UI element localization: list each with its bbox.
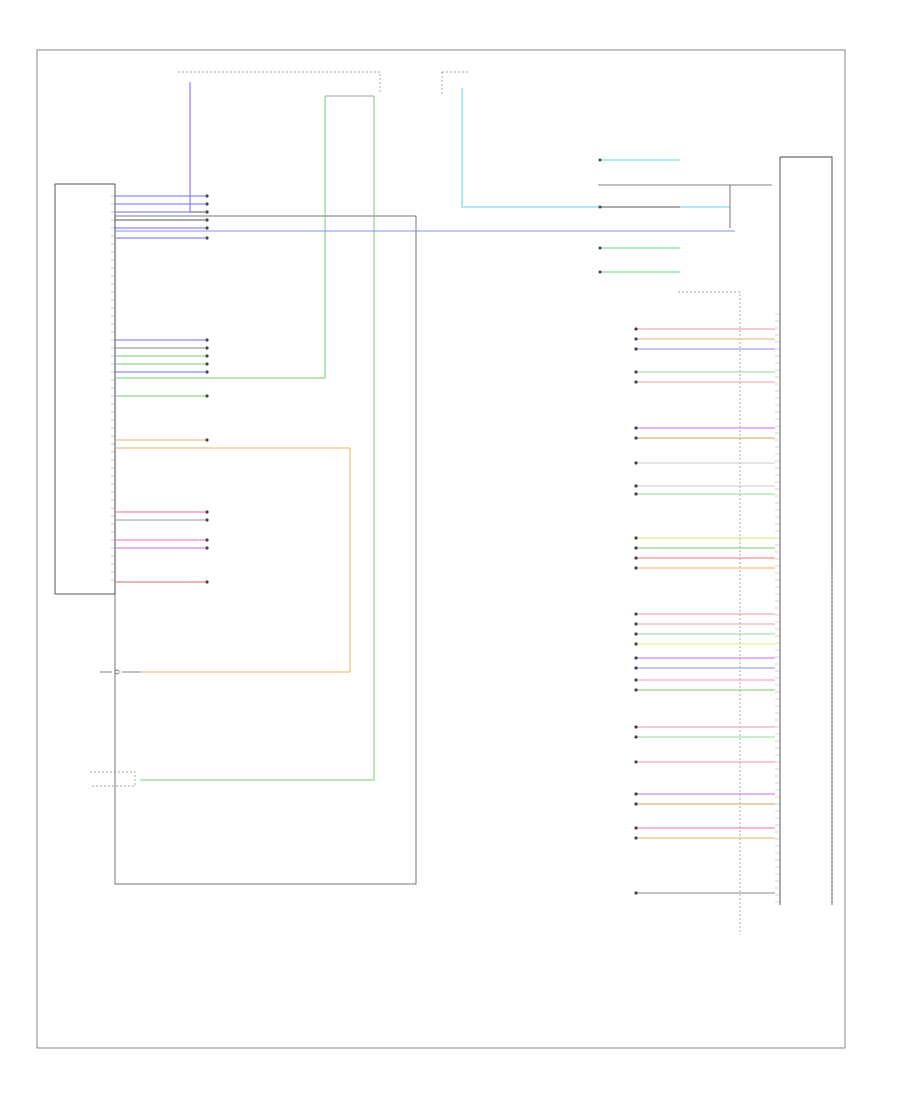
left-module-wires xyxy=(115,194,209,584)
wire-top-green-feed xyxy=(115,96,326,379)
diagram-frame xyxy=(36,49,846,1049)
right-module-wires xyxy=(634,327,775,895)
left-wire-terminal xyxy=(205,194,209,198)
top-right-wire-terminal xyxy=(598,246,602,250)
wire-orange-loop xyxy=(115,447,351,673)
right-wire-terminal xyxy=(634,656,638,660)
right-wire-terminal xyxy=(634,792,638,796)
left-wire-terminal xyxy=(205,218,209,222)
right-wire-terminal xyxy=(634,536,638,540)
bottom-sensor xyxy=(90,771,136,787)
left-module-box xyxy=(54,183,116,595)
right-wire-terminal xyxy=(634,426,638,430)
left-wire-terminal xyxy=(205,538,209,542)
right-wire-terminal xyxy=(634,484,638,488)
right-wire-terminal xyxy=(634,666,638,670)
lower-switch xyxy=(100,669,140,675)
left-wire-terminal xyxy=(205,394,209,398)
right-connector-dashed xyxy=(678,291,833,935)
right-wire-terminal xyxy=(634,725,638,729)
right-wire-terminal xyxy=(634,546,638,550)
right-wire-terminal xyxy=(634,891,638,895)
right-wire-terminal xyxy=(634,760,638,764)
crossing-wires xyxy=(115,82,772,781)
right-wire-terminal xyxy=(634,556,638,560)
right-module-outline xyxy=(779,156,833,905)
left-module-pins xyxy=(111,195,115,581)
left-wire-terminal xyxy=(205,338,209,342)
right-wire-terminal xyxy=(634,337,638,341)
right-wire-terminal xyxy=(634,327,638,331)
top-switch-a xyxy=(178,71,381,92)
left-wire-terminal xyxy=(205,580,209,584)
right-wire-terminal xyxy=(634,461,638,465)
right-wire-terminal xyxy=(634,370,638,374)
right-wire-terminal xyxy=(634,492,638,496)
right-wire-terminal xyxy=(634,612,638,616)
left-wire-terminal xyxy=(205,210,209,214)
top-right-wire-terminal xyxy=(598,205,602,209)
left-wire-terminal xyxy=(205,346,209,350)
right-wire-terminal xyxy=(634,566,638,570)
right-module-pins xyxy=(775,313,780,903)
right-wire-terminal xyxy=(634,436,638,440)
right-control-module xyxy=(678,156,833,935)
left-wire-terminal xyxy=(205,202,209,206)
top-right-wire-terminal xyxy=(598,270,602,274)
wire-top-green-feed-2 xyxy=(140,96,375,781)
right-wire-terminal xyxy=(634,347,638,351)
left-wire-terminal xyxy=(205,510,209,514)
left-wire-terminal xyxy=(205,354,209,358)
left-control-module xyxy=(54,183,116,595)
top-right-wires xyxy=(598,158,680,274)
left-wire-terminal xyxy=(205,546,209,550)
right-wire-terminal xyxy=(634,836,638,840)
right-wire-terminal xyxy=(634,688,638,692)
left-wire-terminal xyxy=(205,438,209,442)
left-wire-terminal xyxy=(205,518,209,522)
left-wire-terminal xyxy=(205,236,209,240)
wire-top-blue-feed xyxy=(115,82,191,213)
right-wire-terminal xyxy=(634,632,638,636)
right-wire-terminal xyxy=(634,826,638,830)
top-right-wire-terminal xyxy=(598,158,602,162)
left-wire-terminal xyxy=(205,370,209,374)
left-wire-terminal xyxy=(205,226,209,230)
right-wire-terminal xyxy=(634,642,638,646)
left-wire-terminal xyxy=(205,362,209,366)
right-wire-terminal xyxy=(634,380,638,384)
harness-frame xyxy=(114,215,417,885)
right-wire-terminal xyxy=(634,622,638,626)
right-wire-terminal xyxy=(634,678,638,682)
right-wire-terminal xyxy=(634,802,638,806)
right-wire-terminal xyxy=(634,735,638,739)
top-switch-c xyxy=(441,71,470,96)
wire-cyan-feed xyxy=(461,88,730,208)
